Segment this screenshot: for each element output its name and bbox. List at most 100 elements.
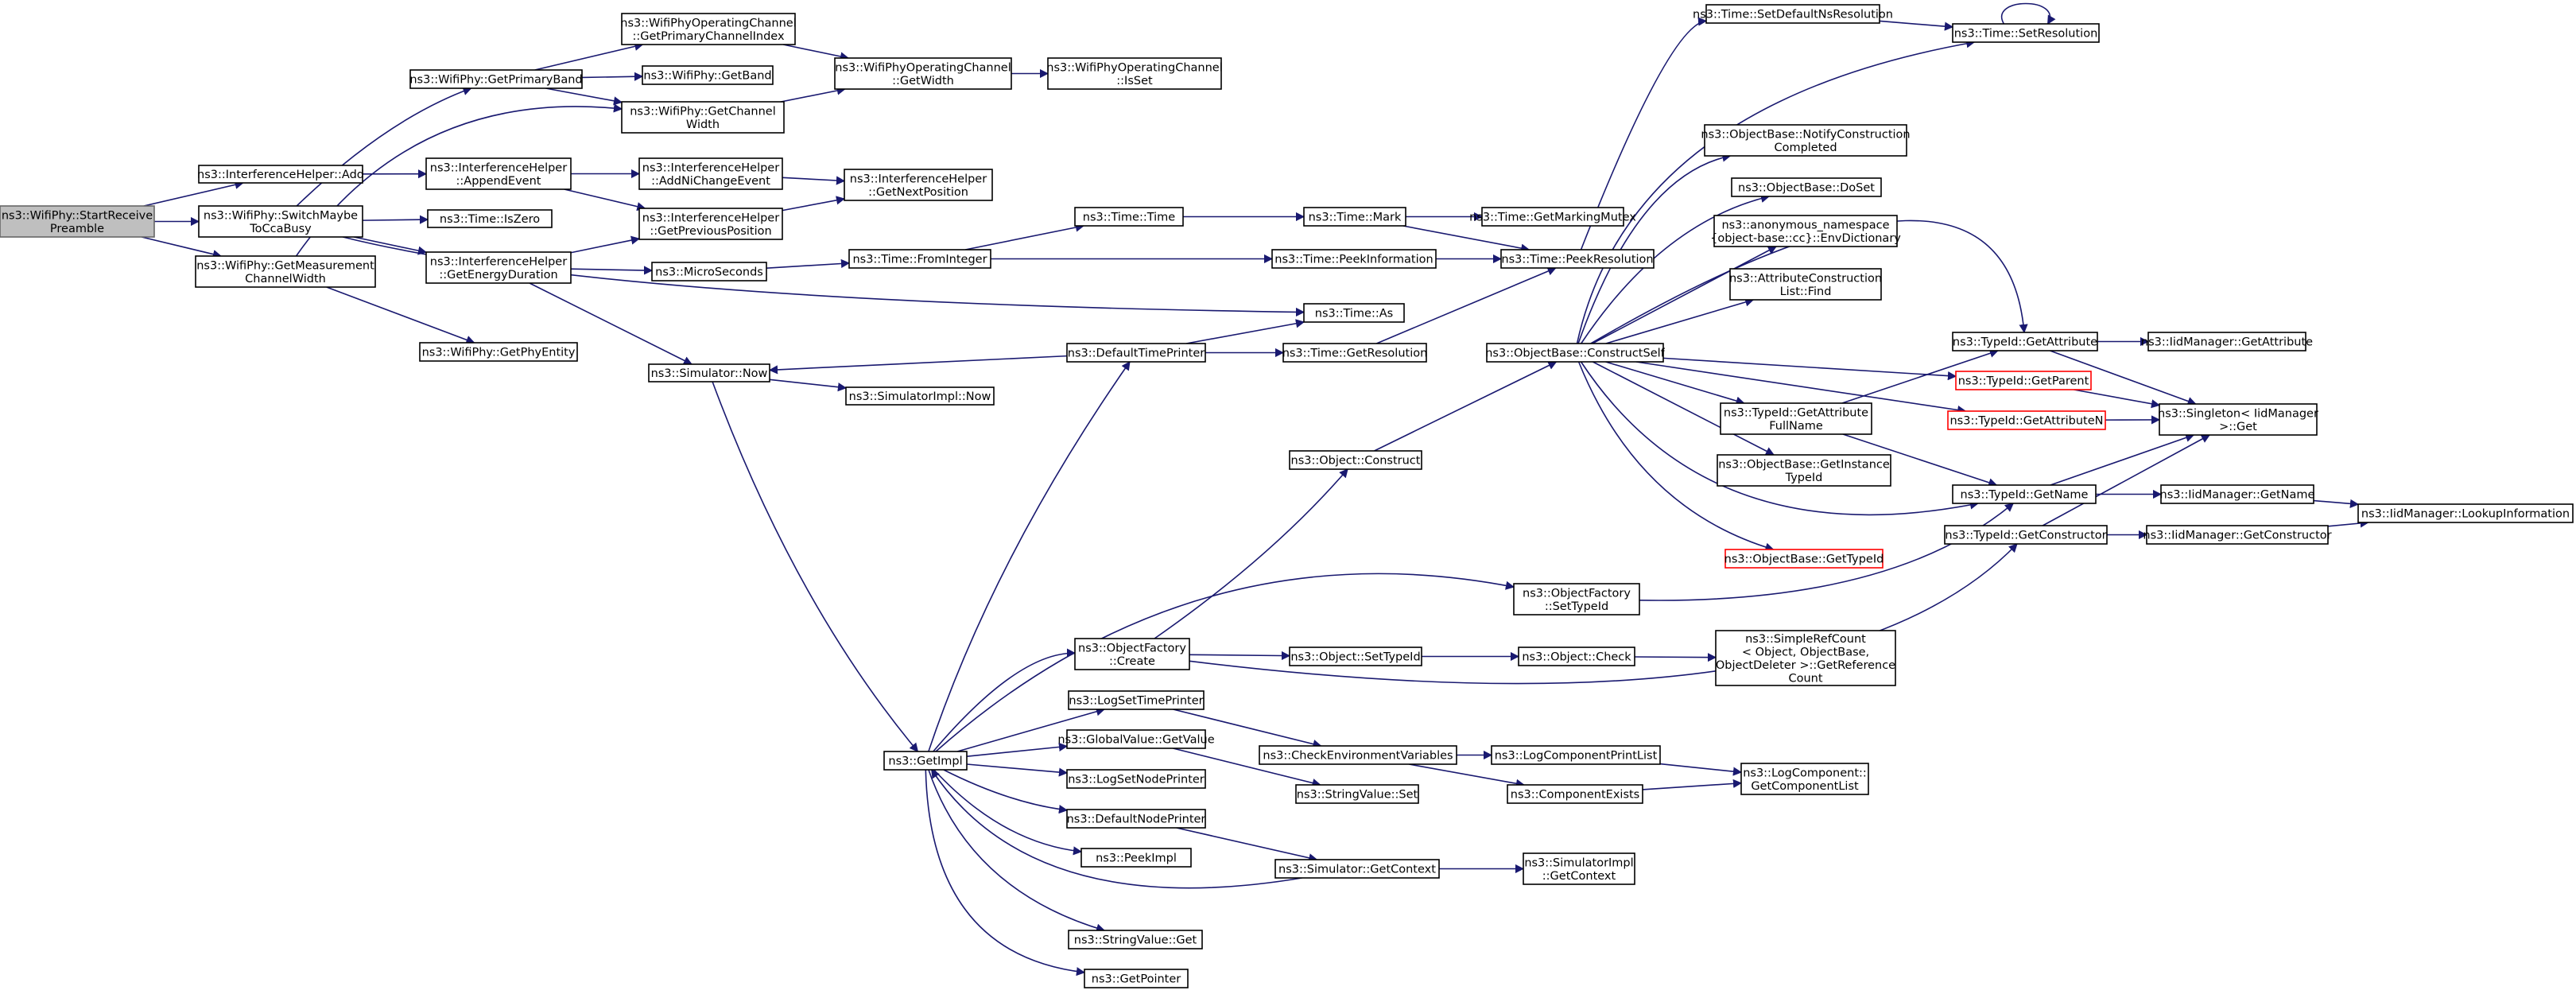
node-box[interactable] xyxy=(621,13,796,45)
node-defaultTimePrinter[interactable]: ns3::DefaultTimePrinter xyxy=(1066,343,1206,363)
node-box[interactable] xyxy=(2357,503,2574,523)
node-peekResolution[interactable]: ns3::Time::PeekResolution xyxy=(1500,249,1655,269)
node-box[interactable] xyxy=(1066,343,1206,363)
node-box[interactable] xyxy=(1705,4,1880,24)
node-iidManagerGetConstructor[interactable]: ns3::IidManager::GetConstructor xyxy=(2143,525,2332,545)
node-logComponentPrintList[interactable]: ns3::LogComponentPrintList xyxy=(1491,745,1661,765)
node-box[interactable] xyxy=(419,342,578,362)
node-box[interactable] xyxy=(1731,177,1882,197)
node-box[interactable] xyxy=(1068,930,1203,949)
node-box[interactable] xyxy=(1066,809,1206,829)
node-box[interactable] xyxy=(1289,647,1422,666)
node-box[interactable] xyxy=(651,262,767,282)
node-objectSetTypeId[interactable]: ns3::Object::SetTypeId xyxy=(1289,647,1422,666)
node-lookupInformation[interactable]: ns3::IidManager::LookupInformation xyxy=(2357,503,2574,523)
node-box[interactable] xyxy=(1704,124,1907,157)
node-box[interactable] xyxy=(1274,859,1440,879)
node-globalValueGetValue[interactable]: ns3::GlobalValue::GetValue xyxy=(1057,729,1215,749)
node-stringValueGet[interactable]: ns3::StringValue::Get xyxy=(1068,930,1203,949)
node-timeMark[interactable]: ns3::Time::Mark xyxy=(1303,207,1406,227)
node-box[interactable] xyxy=(1717,454,1891,487)
node-getEnergyDuration[interactable]: ns3::InterferenceHelper::GetEnergyDurati… xyxy=(425,251,572,284)
node-box[interactable] xyxy=(1295,784,1419,804)
node-box[interactable] xyxy=(638,208,783,240)
node-objectFactoryCreate[interactable]: ns3::ObjectFactory::Create xyxy=(1074,638,1190,670)
node-objectFactorySetTypeId[interactable]: ns3::ObjectFactory::SetTypeId xyxy=(1513,583,1640,615)
node-box[interactable] xyxy=(1491,745,1661,765)
node-typeIdGetAttributeN[interactable]: ns3::TypeId::GetAttributeN xyxy=(1947,410,2106,430)
node-box[interactable] xyxy=(425,251,572,284)
node-box[interactable] xyxy=(638,157,783,190)
node-box[interactable] xyxy=(1282,343,1427,363)
node-peekInformation[interactable]: ns3::Time::PeekInformation xyxy=(1271,249,1437,269)
node-peekImpl[interactable]: ns3::PeekImpl xyxy=(1080,848,1192,868)
node-box[interactable] xyxy=(198,205,363,238)
node-box[interactable] xyxy=(2147,332,2306,351)
node-typeIdGetParent[interactable]: ns3::TypeId::GetParent xyxy=(1955,371,2092,390)
node-defaultNodePrinter[interactable]: ns3::DefaultNodePrinter xyxy=(1066,809,1206,829)
node-setDefaultNsResolution[interactable]: ns3::Time::SetDefaultNsResolution xyxy=(1693,4,1893,24)
node-box[interactable] xyxy=(1047,57,1222,90)
node-box[interactable] xyxy=(1944,525,2108,545)
node-timeAs[interactable]: ns3::Time::As xyxy=(1303,303,1405,323)
node-box[interactable] xyxy=(1259,745,1457,765)
node-getPointer[interactable]: ns3::GetPointer xyxy=(1084,969,1189,988)
node-getImpl[interactable]: ns3::GetImpl xyxy=(883,751,968,771)
node-objectCheck[interactable]: ns3::Object::Check xyxy=(1518,647,1635,666)
node-box[interactable] xyxy=(1066,729,1206,749)
node-typeIdGetAttribute[interactable]: ns3::TypeId::GetAttribute xyxy=(1952,332,2098,351)
node-box[interactable] xyxy=(1518,647,1635,666)
node-getPhyEntity[interactable]: ns3::WifiPhy::GetPhyEntity xyxy=(419,342,578,362)
node-box[interactable] xyxy=(2160,484,2314,504)
node-objectBaseGetTypeId[interactable]: ns3::ObjectBase::GetTypeId xyxy=(1724,549,1884,569)
node-logSetNodePrinter[interactable]: ns3::LogSetNodePrinter xyxy=(1066,769,1206,789)
node-box[interactable] xyxy=(1523,852,1635,885)
node-singletonGet[interactable]: ns3::Singleton< IidManager>::Get xyxy=(2158,403,2318,436)
node-opChannelIsSet[interactable]: ns3::WifiPhyOperatingChannel::IsSet xyxy=(1046,57,1223,90)
node-box[interactable] xyxy=(883,751,968,771)
node-box[interactable] xyxy=(425,157,572,190)
node-box[interactable] xyxy=(1952,332,2098,351)
node-box[interactable] xyxy=(0,205,155,238)
node-addNiChangeEvent[interactable]: ns3::InterferenceHelper::AddNiChangeEven… xyxy=(638,157,783,190)
node-box[interactable] xyxy=(1500,249,1655,269)
node-opChannelGetWidth[interactable]: ns3::WifiPhyOperatingChannel::GetWidth xyxy=(834,57,1012,90)
node-box[interactable] xyxy=(1271,249,1437,269)
node-box[interactable] xyxy=(1715,630,1896,686)
node-getReferenceCount[interactable]: ns3::SimpleRefCount< Object, ObjectBase,… xyxy=(1715,630,1896,686)
node-box[interactable] xyxy=(1068,690,1205,710)
node-iidManagerGetName[interactable]: ns3::IidManager::GetName xyxy=(2160,484,2315,504)
node-box[interactable] xyxy=(1507,784,1643,804)
node-objectConstruct[interactable]: ns3::Object::Construct xyxy=(1289,450,1422,470)
node-interferenceHelperAdd[interactable]: ns3::InterferenceHelper::Add xyxy=(197,165,364,184)
node-box[interactable] xyxy=(1724,549,1884,569)
node-box[interactable] xyxy=(844,169,993,201)
node-typeIdGetConstructor[interactable]: ns3::TypeId::GetConstructor xyxy=(1944,525,2108,545)
node-box[interactable] xyxy=(2159,403,2318,436)
node-appendEvent[interactable]: ns3::InterferenceHelper::AppendEvent xyxy=(425,157,572,190)
node-stringValueSet[interactable]: ns3::StringValue::Set xyxy=(1295,784,1419,804)
node-getResolution[interactable]: ns3::Time::GetResolution xyxy=(1282,343,1428,363)
node-box[interactable] xyxy=(834,57,1012,90)
node-getNextPosition[interactable]: ns3::InterferenceHelper::GetNextPosition xyxy=(844,169,993,201)
node-getPrimaryChannelIndex[interactable]: ns3::WifiPhyOperatingChannel::GetPrimary… xyxy=(620,13,797,45)
node-logSetTimePrinter[interactable]: ns3::LogSetTimePrinter xyxy=(1068,690,1205,710)
node-simulatorImplNow[interactable]: ns3::SimulatorImpl::Now xyxy=(845,386,995,406)
node-box[interactable] xyxy=(1303,207,1406,227)
node-getMarkingMutex[interactable]: ns3::Time::GetMarkingMutex xyxy=(1469,207,1636,227)
node-checkEnvironmentVariables[interactable]: ns3::CheckEnvironmentVariables xyxy=(1259,745,1457,765)
node-box[interactable] xyxy=(1486,343,1664,363)
node-box[interactable] xyxy=(1947,410,2106,430)
node-fromInteger[interactable]: ns3::Time::FromInteger xyxy=(848,249,991,269)
node-getBand[interactable]: ns3::WifiPhy::GetBand xyxy=(642,65,774,85)
node-box[interactable] xyxy=(1481,207,1624,227)
node-box[interactable] xyxy=(648,363,770,383)
node-box[interactable] xyxy=(1080,848,1192,868)
node-box[interactable] xyxy=(1303,303,1405,323)
node-box[interactable] xyxy=(198,165,363,184)
node-box[interactable] xyxy=(845,386,995,406)
